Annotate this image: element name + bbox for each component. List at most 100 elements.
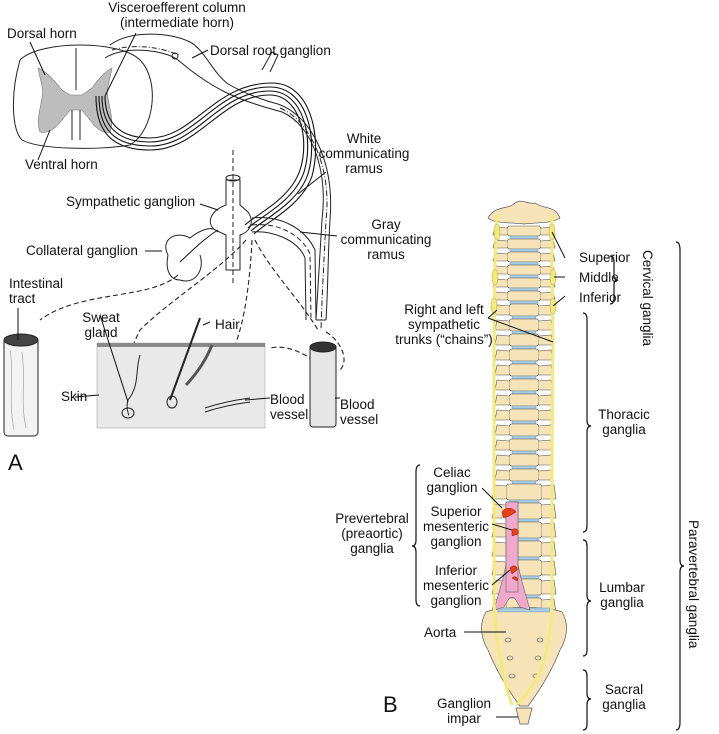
label-inferior-cervical: Inferior: [579, 290, 622, 305]
trunk-ganglion: [490, 297, 498, 315]
label-line: ramus: [345, 161, 383, 176]
transverse-process: [541, 484, 557, 500]
label-line: ganglion: [430, 593, 482, 608]
intervertebral-disc: [511, 405, 537, 410]
vertebral-body: [506, 290, 542, 302]
label-line: Intestinal: [9, 276, 64, 291]
label-line: Visceroefferent column: [108, 0, 246, 15]
transverse-process: [494, 379, 510, 391]
label-line: Sweat: [82, 310, 120, 325]
trunk-ganglion: [493, 223, 501, 241]
vertebral-body: [506, 251, 542, 263]
vertebral-body: [508, 303, 540, 317]
label-line: ganglia: [600, 595, 644, 610]
intervertebral-disc: [511, 390, 537, 395]
vertebral-body: [508, 438, 540, 452]
intervertebral-disc: [509, 248, 539, 253]
collateral-ganglion: [165, 228, 219, 282]
label-line: communicating: [318, 146, 410, 161]
label-ganglion-impar: Ganglion impar: [432, 696, 496, 726]
label-line: Prevertebral: [335, 511, 409, 526]
intervertebral-disc: [511, 435, 537, 440]
leader-lines-a: [17, 32, 340, 403]
sacral-foramen: [504, 637, 512, 643]
dorsal-root: [104, 33, 283, 113]
label-ventral-horn: Ventral horn: [25, 157, 98, 172]
label-middle-cervical: Middle: [579, 270, 619, 285]
label-line: Gray: [371, 217, 401, 232]
sympathetic-ganglion: [209, 150, 252, 285]
label-line: mesenteric: [422, 578, 490, 593]
label-blood-vessel-skin: Blood vessel: [270, 392, 308, 422]
intervertebral-disc: [509, 287, 539, 292]
transverse-process: [494, 424, 510, 436]
label-visceroefferent-column: Visceroefferent column (intermediate hor…: [97, 0, 257, 30]
vertebral-body: [508, 363, 540, 377]
label-line: ganglia: [350, 541, 394, 556]
blood-vessel: [309, 341, 337, 428]
vertebral-body: [508, 348, 540, 362]
intervertebral-disc: [509, 261, 539, 266]
vertebral-body: [508, 378, 540, 392]
label-line: ganglion: [430, 534, 482, 549]
spinal-nerve: [261, 51, 332, 331]
lumbosacral-disc: [497, 607, 551, 613]
label-line: Blood: [340, 397, 375, 412]
label-lumbar-ganglia: Lumbar ganglia: [594, 580, 650, 610]
label-paravertebral-ganglia: Paravertebral ganglia: [686, 520, 701, 649]
transverse-process: [538, 349, 554, 361]
label-dorsal-horn: Dorsal horn: [7, 26, 77, 41]
vertebral-body: [508, 453, 540, 467]
transverse-process: [541, 579, 557, 595]
vertebral-body: [508, 468, 540, 482]
transverse-process: [494, 439, 510, 451]
transverse-process: [494, 334, 510, 346]
skin-block: [96, 317, 266, 429]
label-hair: Hair: [215, 317, 240, 332]
vertebral-body: [508, 318, 540, 332]
label-line: Superior: [430, 504, 482, 519]
label-line: Inferior: [434, 563, 478, 578]
vertebral-body: [508, 333, 540, 347]
transverse-process: [494, 454, 510, 466]
panel-label-a: A: [8, 450, 23, 475]
spinal-cord-section: [13, 44, 153, 149]
label-line: Sacral: [604, 682, 644, 697]
label-line: impar: [447, 711, 481, 726]
vertebral-body: [506, 225, 542, 237]
vertebral-body: [506, 264, 542, 276]
label-line: Right and left: [404, 302, 484, 317]
transverse-process: [538, 334, 554, 346]
vertebral-body: [508, 423, 540, 437]
intervertebral-disc: [511, 375, 537, 380]
transverse-process: [494, 319, 510, 331]
label-prevertebral-ganglia: Prevertebral (preaortic) ganglia: [332, 511, 412, 556]
panel-label-b: B: [383, 692, 398, 717]
transverse-process: [494, 409, 510, 421]
transverse-process: [541, 522, 557, 538]
label-superior-mesenteric-ganglion: Superior mesenteric ganglion: [420, 504, 492, 549]
label-celiac-ganglion: Celiac ganglion: [424, 465, 480, 495]
vertebral-body: [505, 483, 543, 501]
label-line: communicating: [340, 232, 432, 247]
transverse-process: [541, 503, 557, 519]
transverse-process: [538, 364, 554, 376]
leader-lines-b: [464, 231, 566, 718]
label-line: (intermediate horn): [119, 15, 235, 30]
label-collateral-ganglion: Collateral ganglion: [26, 243, 138, 258]
vertebral-body: [508, 408, 540, 422]
label-white-communicating-ramus: White communicating ramus: [318, 131, 410, 176]
label-line: ramus: [367, 247, 405, 262]
label-line: tract: [9, 291, 36, 306]
trunk-ganglion: [491, 268, 499, 286]
intervertebral-disc: [511, 480, 537, 485]
label-line: Thoracic: [598, 407, 650, 422]
label-line: Blood: [270, 392, 305, 407]
gray-ramus: [251, 217, 317, 321]
transverse-process: [494, 394, 510, 406]
intestinal-tract: [3, 333, 39, 437]
label-aorta: Aorta: [424, 625, 457, 640]
label-line: Lumbar: [599, 580, 645, 595]
transverse-process: [538, 394, 554, 406]
transverse-process: [541, 541, 557, 557]
